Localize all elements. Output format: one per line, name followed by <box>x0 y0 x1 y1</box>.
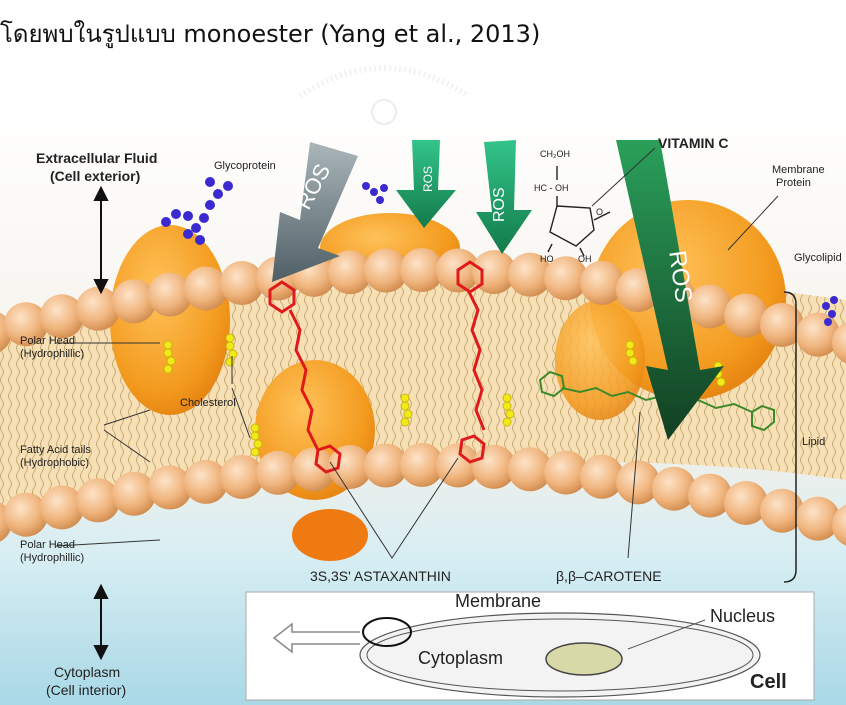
astaxanthin-label: 3S,3S' ASTAXANTHIN <box>310 570 451 582</box>
inset-cell-label: Cell <box>750 676 787 688</box>
cytoplasm-side-label: Cytoplasm <box>54 666 120 678</box>
inset-nucleus-label: Nucleus <box>710 610 775 622</box>
vitc-oh: OH <box>578 253 592 265</box>
glycolipid-label: Glycolipid <box>794 252 842 264</box>
polar-head-top-label: Polar Head <box>20 335 75 347</box>
ros-label-dark: ROS <box>670 250 689 303</box>
nucleus-shape <box>546 643 622 675</box>
cytoplasm-side-sub: (Cell interior) <box>46 684 126 696</box>
fatty-acid-label: Fatty Acid tails <box>20 444 91 456</box>
polar-head-bottom-sub: (Hydrophillic) <box>20 552 84 564</box>
glycoprotein-label: Glycoprotein <box>214 160 276 172</box>
fatty-acid-sub: (Hydrophobic) <box>20 457 89 469</box>
vitc-hcoh: HC - OH <box>534 182 569 194</box>
extracellular-label: Extracellular Fluid <box>36 152 157 164</box>
vitc-ch2oh: CH₂OH <box>540 148 570 160</box>
extracellular-sub-label: (Cell exterior) <box>50 170 140 182</box>
vitc-o: O <box>596 206 603 218</box>
cholesterol-label: Cholesterol <box>180 397 236 409</box>
polar-head-top-sub: (Hydrophillic) <box>20 348 84 360</box>
inset-cytoplasm-label: Cytoplasm <box>418 652 503 664</box>
membrane-protein-label-2: Protein <box>776 177 811 189</box>
ros-label-green-2: ROS <box>494 187 506 222</box>
inset-membrane-label: Membrane <box>455 595 541 607</box>
carotene-label: β,β–CAROTENE <box>556 570 662 582</box>
membrane-protein-label-1: Membrane <box>772 164 825 176</box>
ros-label-green-1: ROS <box>422 166 434 192</box>
vitamin-c-label: VITAMIN C <box>658 137 729 149</box>
polar-head-bottom-label: Polar Head <box>20 539 75 551</box>
vitc-ho: HO <box>540 253 554 265</box>
lipid-label: Lipid <box>802 436 825 448</box>
